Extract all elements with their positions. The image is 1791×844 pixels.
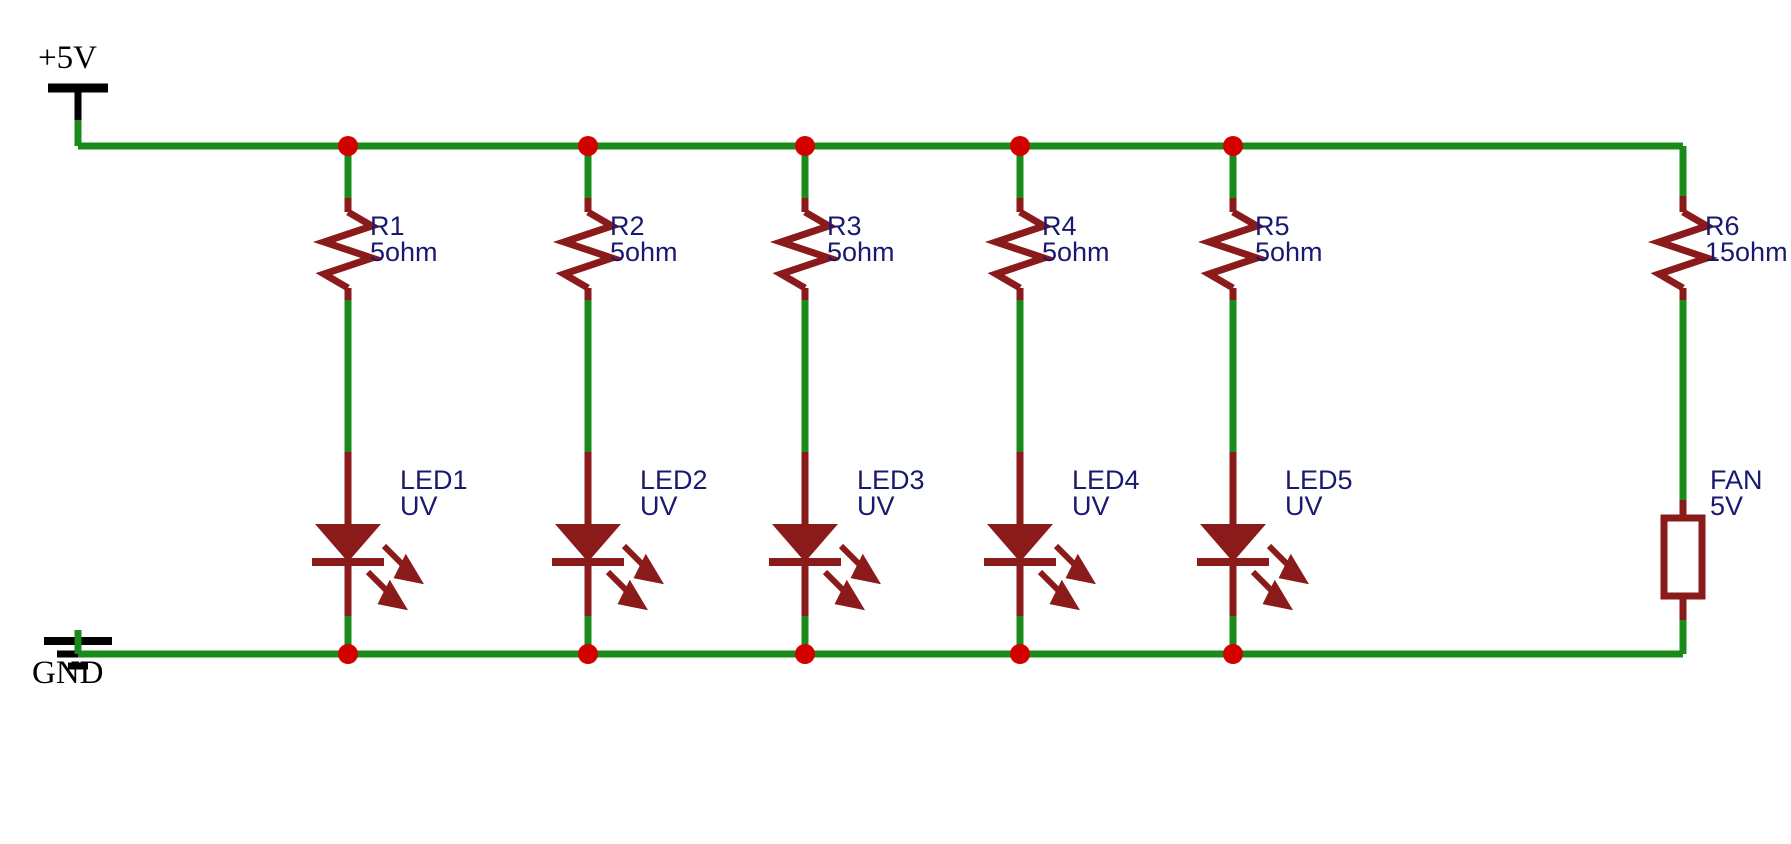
resistor-value-R2: 5ohm — [610, 237, 678, 267]
led-emission-arrows-LED1 — [365, 543, 425, 611]
led-label-LED2: LED2 — [640, 465, 708, 495]
resistor-body-R1 — [312, 208, 384, 292]
resistor-body-R6 — [1647, 208, 1719, 292]
resistor-label-R3: R3 — [827, 211, 862, 241]
branch-b5 — [1197, 136, 1310, 664]
led-value-LED4: UV — [1072, 491, 1110, 521]
supply-rail-wire — [74, 120, 1687, 196]
power-rail-label: +5V — [38, 40, 97, 76]
junction-dot — [578, 136, 598, 156]
ground-rail-wire — [74, 600, 1687, 658]
resistor-label-R1: R1 — [370, 211, 405, 241]
led-label-LED5: LED5 — [1285, 465, 1353, 495]
junction-dot — [1223, 644, 1243, 664]
resistor-body-R4 — [984, 208, 1056, 292]
resistor-body-R3 — [769, 208, 841, 292]
resistor-value-R4: 5ohm — [1042, 237, 1110, 267]
led-label-LED4: LED4 — [1072, 465, 1140, 495]
led-emission-arrows-LED5 — [1250, 543, 1310, 611]
junction-dot — [795, 644, 815, 664]
ground-rail-label: GND — [32, 655, 104, 691]
junction-dot — [338, 136, 358, 156]
branch-b4 — [984, 136, 1097, 664]
branch-b6 — [1647, 196, 1719, 654]
led-value-LED3: UV — [857, 491, 895, 521]
junction-dot — [1010, 136, 1030, 156]
branch-b3 — [769, 136, 882, 664]
led-value-LED2: UV — [640, 491, 678, 521]
led-triangle-LED5 — [1200, 524, 1266, 562]
led-triangle-LED3 — [772, 524, 838, 562]
resistor-label-R5: R5 — [1255, 211, 1290, 241]
resistor-body-R5 — [1197, 208, 1269, 292]
led-label-LED1: LED1 — [400, 465, 468, 495]
resistor-label-R4: R4 — [1042, 211, 1077, 241]
resistor-value-R1: 5ohm — [370, 237, 438, 267]
fan-value-FAN: 5V — [1710, 491, 1744, 521]
led-emission-arrows-LED2 — [605, 543, 665, 611]
junction-dot — [795, 136, 815, 156]
resistor-value-R3: 5ohm — [827, 237, 895, 267]
junction-dot — [1010, 644, 1030, 664]
led-label-LED3: LED3 — [857, 465, 925, 495]
fan-body-box — [1660, 514, 1706, 600]
led-value-LED5: UV — [1285, 491, 1323, 521]
resistor-body-R2 — [552, 208, 624, 292]
junction-dot — [1223, 136, 1243, 156]
led-value-LED1: UV — [400, 491, 438, 521]
resistor-value-R5: 5ohm — [1255, 237, 1323, 267]
resistor-value-R6: 15ohm — [1705, 237, 1788, 267]
junction-dot — [578, 644, 598, 664]
led-triangle-LED1 — [315, 524, 381, 562]
led-emission-arrows-LED4 — [1037, 543, 1097, 611]
resistor-label-R6: R6 — [1705, 211, 1740, 241]
branch-b1 — [312, 136, 425, 664]
resistor-label-R2: R2 — [610, 211, 645, 241]
branch-b2 — [552, 136, 665, 664]
led-emission-arrows-LED3 — [822, 543, 882, 611]
fan-label-FAN: FAN — [1710, 465, 1763, 495]
led-triangle-LED4 — [987, 524, 1053, 562]
led-triangle-LED2 — [555, 524, 621, 562]
junction-dot — [338, 644, 358, 664]
